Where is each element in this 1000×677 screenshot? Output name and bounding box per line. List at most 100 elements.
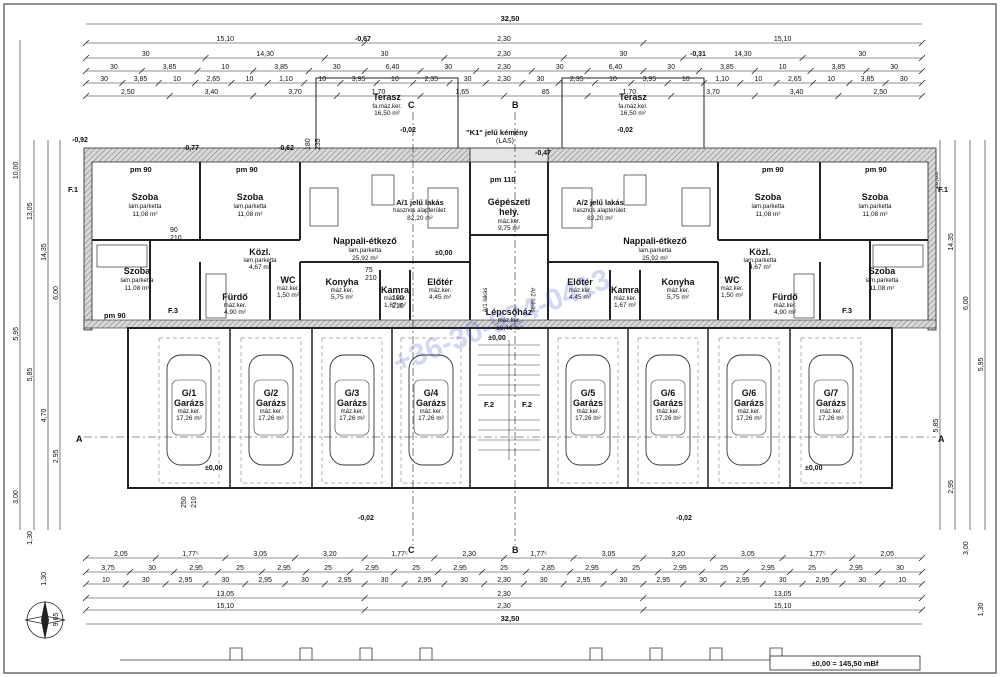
dim-label: 13,05 [217,591,235,598]
room-konyha-mat: máz.ker. [331,288,354,294]
dim-label: 2,95 [577,577,591,584]
car-icon [400,337,462,484]
side-dim-label: 1,30 [978,602,985,616]
top-level-right: -0,31 [690,51,706,58]
dim-tick [434,568,442,576]
dim-tick [333,92,341,100]
dim-label: 30 [896,565,904,572]
chimney-label: "K1" jelű kémény [466,128,529,137]
window-mark: pm 90 [762,165,784,174]
dim-label: 3,85 [134,76,148,83]
opening-dim: 75 [365,267,373,274]
dim-tick [591,79,599,87]
window-mark: pm 90 [865,165,887,174]
dim-tick [918,39,926,47]
room-szoba-1-name: Szoba [862,192,889,202]
terrace-left [315,77,459,157]
dim-label: 25 [324,565,332,572]
dim-label: 30 [148,565,156,572]
dim-tick [305,67,313,75]
side-dimension-lines [19,40,986,530]
dim-label: 1,70 [372,89,386,96]
dim-tick [241,580,249,588]
dim-label: 10 [318,76,326,83]
dim-tick [337,79,344,87]
dim-label: 2,05 [114,551,128,558]
garage-code: G/4 [424,388,439,398]
dim-tick [640,606,647,614]
dim-tick [786,568,794,576]
dim-tick [390,568,398,576]
dim-tick [566,568,574,576]
dim-tick [249,67,257,75]
terrace-left-area: 16,50 m² [374,110,400,117]
dim-label: 2,95 [761,565,775,572]
dim-tick [152,554,159,562]
room-nappali-mat: lam.parketta [638,248,672,254]
section-mark-a-right: A [938,434,945,444]
dim-tick [664,79,671,87]
zero-level-box [769,655,921,671]
dim-label: 2,95 [673,565,687,572]
side-dim-label: 2,95 [948,480,955,494]
section-marks: C B A B C A [76,100,945,555]
dim-tick [584,67,591,75]
dim-tick [291,554,299,562]
dim-tick [431,554,438,562]
room-gepeszeti-name-2: hely. [499,207,519,217]
dim-tick [480,580,488,588]
car-icon [240,337,302,484]
room-szoba-2-area: 11,08 m² [755,211,781,218]
side-dim-label: 5,85 [27,368,34,382]
dim-label: 25 [808,565,816,572]
dim-label: 30 [464,76,472,83]
dim-label: 1,77⁵ [182,551,199,558]
dim-label: 3,85 [720,64,734,71]
room-kozl-name: Közl. [749,247,771,257]
opening-dim: 100 [392,295,404,302]
dim-tick [361,39,368,47]
garage-mat: máz.ker. [738,409,761,415]
dim-label: 10 [609,76,617,83]
room-furdo-area: 4,90 m² [774,309,797,316]
dim-label: 2,30 [497,51,511,58]
north-arrow-icon [24,600,66,640]
room-furdo-mat: máz.ker. [774,303,797,309]
side-dim-label: 14,35 [41,243,48,261]
dim-tick [874,568,882,576]
dim-label: 1,70 [623,89,637,96]
level-mark: -0,02 [617,127,633,134]
room-szoba-2-area: 11,08 m² [237,211,263,218]
dim-label: 10 [682,76,690,83]
fire-mark: F.2 [522,400,532,409]
dim-label: 30 [900,76,908,83]
dim-label: 1,65 [455,89,469,96]
terrace-left-name: Terasz [373,92,401,102]
dim-label: 2,65 [788,76,802,83]
dim-tick [119,79,126,87]
room-kamra-name: Kamra [381,285,410,295]
room-kamra-mat: máz.ker. [614,296,637,302]
exterior-walls [83,147,937,489]
dim-tick [138,67,146,75]
car-icon [557,337,619,484]
room-szoba-1-name: Szoba [132,192,159,202]
room-wc-area: 1,50 m² [721,292,744,299]
dim-label: 15,10 [217,36,235,43]
opening-dim: 90 [170,227,178,234]
section-mark-b-bottom: B [512,545,519,555]
garage-name: Garázs [337,398,367,408]
room-furdo-mat: máz.ker. [224,303,247,309]
room-szoba-2-mat: lam.parketta [751,204,785,210]
dim-tick [346,568,354,576]
garage-name: Garázs [256,398,286,408]
unit-a2-name: A/2 jelű lakás [576,198,624,207]
dim-tick [835,92,842,100]
interior-walls [92,162,928,320]
